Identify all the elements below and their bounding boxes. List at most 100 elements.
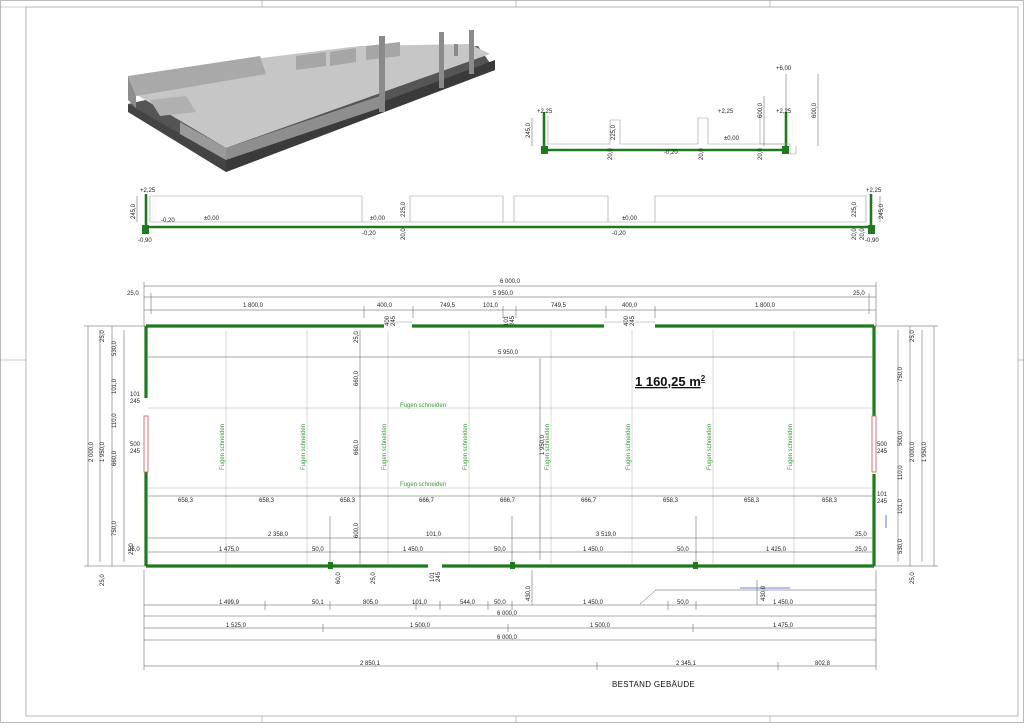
bot-r3-4: 1 475,0 xyxy=(773,623,794,629)
short-dim-7: 600,0 xyxy=(812,102,818,118)
right-seg-6: 530,0 xyxy=(898,538,904,554)
bay-1: 658,3 xyxy=(178,498,194,504)
left-seg-1: 25,0 xyxy=(100,330,106,342)
bottom-door-a: 101 xyxy=(430,571,436,582)
right-seg-2: 750,0 xyxy=(898,366,904,382)
fugen-label-h1: Fugen schneiden xyxy=(400,403,446,409)
brow-4: 1 450,0 xyxy=(403,547,424,553)
long-dim-1: 245,0 xyxy=(131,203,137,219)
long-bottom-level-2: -0,90 xyxy=(865,238,879,244)
bot-r1-9: 1 450,0 xyxy=(773,600,794,606)
top-dim-right: 25,0 xyxy=(853,291,865,297)
long-dim-4: 20,0 xyxy=(852,228,858,240)
bot-r1-8: 50,0 xyxy=(677,600,689,606)
bot-r1-3: 805,0 xyxy=(363,600,379,606)
brow-9: 25,0 xyxy=(855,547,867,553)
inner-h-top: 660,0 xyxy=(354,370,360,386)
long-level-7: -0,20 xyxy=(612,231,626,237)
bot-r1-5: 544,0 xyxy=(460,600,476,606)
short-dim-5: 20,0 xyxy=(758,148,764,160)
brow-8: 1 425,0 xyxy=(766,547,787,553)
left-inner: 1 950,0 xyxy=(100,441,106,462)
short-level-6: +2,25 xyxy=(776,109,792,115)
brow-3: 50,0 xyxy=(312,547,324,553)
top-door-3a: 400 xyxy=(624,315,630,326)
top-door-1a: 400 xyxy=(385,315,391,326)
left-open-4: 245 xyxy=(130,449,141,455)
bay-3: 658,3 xyxy=(340,498,356,504)
long-dim-6: 20,0 xyxy=(860,228,866,240)
bot-r3-2: 1 500,0 xyxy=(410,623,431,629)
brow-7: 50,0 xyxy=(677,547,689,553)
right-outer: 2 000,0 xyxy=(910,441,916,462)
bot-side-2: 430,0 xyxy=(761,585,767,601)
right-seg-3: 500,0 xyxy=(898,430,904,446)
bay-8: 658,3 xyxy=(744,498,760,504)
bot-r1-1: 1 499,9 xyxy=(219,600,240,606)
right-seg-7: 25,0 xyxy=(910,572,916,584)
short-section: +2,25 +2,25 ±0,00 -0,20 +6,00 +2,25 245,… xyxy=(526,66,819,160)
short-dim-1: 245,0 xyxy=(526,122,532,138)
short-level-2: +2,25 xyxy=(718,109,734,115)
bot-r5-2: 2 345,1 xyxy=(676,661,697,667)
inner-h-bot: 600,0 xyxy=(354,522,360,538)
bay-9: 658,3 xyxy=(822,498,838,504)
top-door-2b: 245 xyxy=(510,315,516,326)
short-dim-2: 225,0 xyxy=(611,124,617,140)
left-seg-5: 660,0 xyxy=(112,450,118,466)
bot-r1-4: 101,0 xyxy=(412,600,428,606)
bot-r5-1: 2 850,1 xyxy=(360,661,381,667)
bot-r4: 6 000,0 xyxy=(497,635,518,641)
row-3519: 3 519,0 xyxy=(596,532,617,538)
fugen-label-v5: Fugen schneiden xyxy=(545,424,551,470)
left-open-2: 245 xyxy=(130,399,141,405)
bot-r3-1: 1 525,0 xyxy=(226,623,247,629)
fugen-label-v4: Fugen schneiden xyxy=(463,424,469,470)
row-101: 101,0 xyxy=(426,532,442,538)
bot-side-1: 430,0 xyxy=(526,585,532,601)
top-seg-7: 1 800,0 xyxy=(755,303,776,309)
floor-area: 1 160,25 m2 xyxy=(635,374,706,389)
top-dim-inner: 5 950,0 xyxy=(493,291,514,297)
short-level-4: -0,20 xyxy=(664,150,678,156)
bottom-side-25: 25,0 xyxy=(371,572,377,584)
long-level-6: ±0,00 xyxy=(622,216,638,222)
right-inner: 1 950,0 xyxy=(922,441,928,462)
left-seg-8: 25,0 xyxy=(100,574,106,586)
inner-width: 5 950,0 xyxy=(498,350,519,356)
fugen-label-v2: Fugen schneiden xyxy=(301,424,307,470)
left-outer: 2 000,0 xyxy=(89,441,95,462)
right-open-4: 245 xyxy=(877,499,888,505)
fugen-label-v7: Fugen schneiden xyxy=(707,424,713,470)
left-open-1: 101 xyxy=(130,392,141,398)
long-level-5: -0,20 xyxy=(362,231,376,237)
right-25a: 25,0 xyxy=(855,532,867,538)
long-bottom-level-1: -0,90 xyxy=(138,238,152,244)
bottom-side-60: 60,0 xyxy=(336,572,342,584)
fugen-label-v1: Fugen schneiden xyxy=(220,424,226,470)
top-dim-total: 6 000,0 xyxy=(500,279,521,285)
left-open-3: 500 xyxy=(130,442,141,448)
inner-h-mid: 660,0 xyxy=(354,439,360,455)
long-level-1: +2,25 xyxy=(140,188,156,194)
top-seg-2: 400,0 xyxy=(377,303,393,309)
long-level-3: ±0,00 xyxy=(204,216,220,222)
bot-r1-6: 50,0 xyxy=(494,600,506,606)
inner-top-25: 25,0 xyxy=(354,331,360,343)
top-seg-1: 1 800,0 xyxy=(243,303,264,309)
right-seg-1: 25,0 xyxy=(910,330,916,342)
right-seg-4: 110,0 xyxy=(898,465,904,480)
brow-1: 25,0 xyxy=(128,547,140,553)
fugen-label-v8: Fugen schneiden xyxy=(788,424,794,470)
long-section: +2,25 -0,20 ±0,00 ±0,00 -0,20 ±0,00 -0,2… xyxy=(131,188,885,244)
bot-r5-3: 802,8 xyxy=(815,661,831,667)
short-dim-3: 20,0 xyxy=(608,148,614,160)
long-dim-7: 245,0 xyxy=(879,203,885,219)
bay-2: 658,3 xyxy=(259,498,275,504)
inner-h-vmid: 1 950,0 xyxy=(540,434,546,455)
left-seg-6: 750,0 xyxy=(112,520,118,536)
left-seg-3: 101,0 xyxy=(112,378,118,394)
long-level-2: -0,20 xyxy=(161,218,175,224)
